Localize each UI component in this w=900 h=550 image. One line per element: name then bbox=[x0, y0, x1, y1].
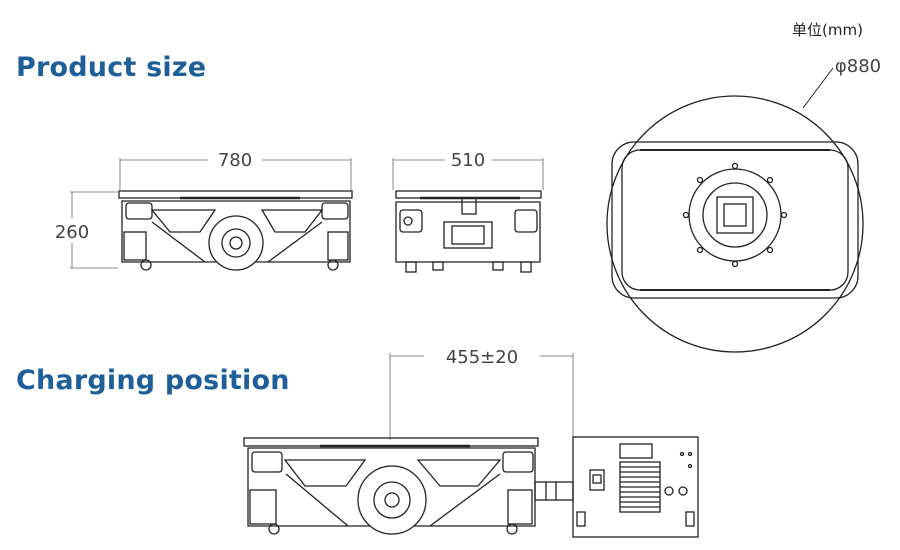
dim-width-label: 510 bbox=[451, 150, 485, 171]
front-view: 510 bbox=[392, 150, 544, 273]
charging-view: 455±20 bbox=[243, 347, 699, 538]
product-size-heading: Product size bbox=[16, 52, 207, 83]
dim-diameter-label: φ880 bbox=[835, 56, 881, 77]
unit-label: 单位(mm) bbox=[792, 21, 863, 39]
dim-height-label: 260 bbox=[55, 222, 89, 243]
dim-length-label: 780 bbox=[218, 150, 252, 171]
dim-charging-distance-label: 455±20 bbox=[446, 347, 518, 368]
top-view: φ880 bbox=[606, 56, 881, 353]
charging-position-heading: Charging position bbox=[16, 365, 290, 396]
side-view: 780 260 bbox=[55, 150, 353, 271]
